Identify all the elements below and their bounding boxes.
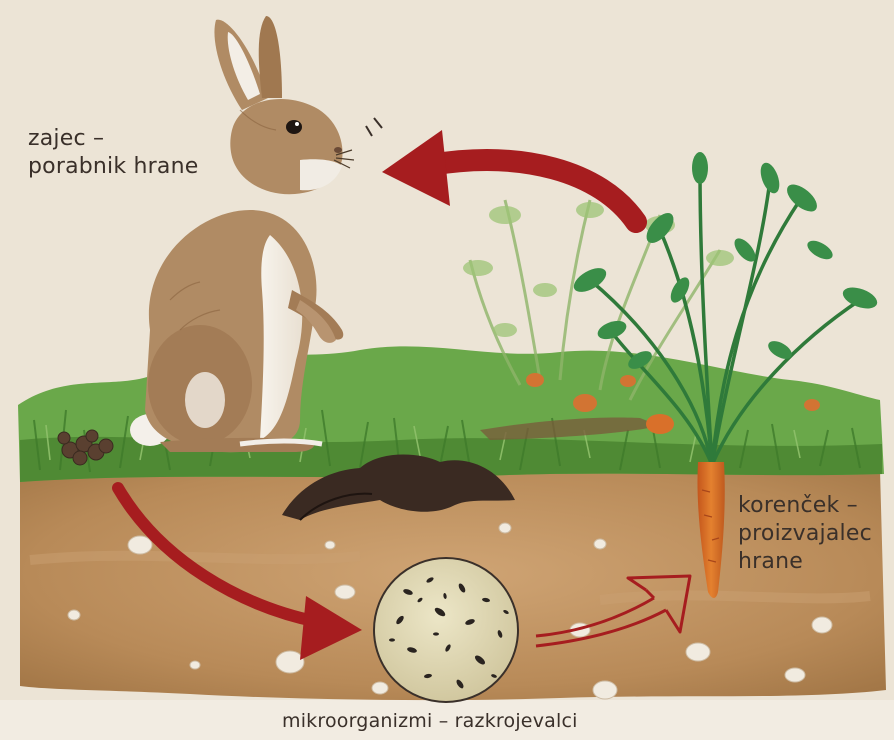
label-rabbit-consumer: zajec – porabnik hrane (28, 125, 198, 181)
label-carrot-line1: korenček – (738, 492, 872, 520)
label-microorganisms-decomposers: mikroorganizmi – razkrojevalci (282, 707, 578, 735)
label-rabbit-line1: zajec – (28, 125, 198, 153)
label-carrot-line3: hrane (738, 548, 872, 576)
label-carrot-line2: proizvajalec (738, 520, 872, 548)
microorganisms-circle (374, 558, 518, 702)
label-carrot-producer: korenček – proizvajalec hrane (738, 492, 872, 576)
label-rabbit-line2: porabnik hrane (28, 153, 198, 181)
